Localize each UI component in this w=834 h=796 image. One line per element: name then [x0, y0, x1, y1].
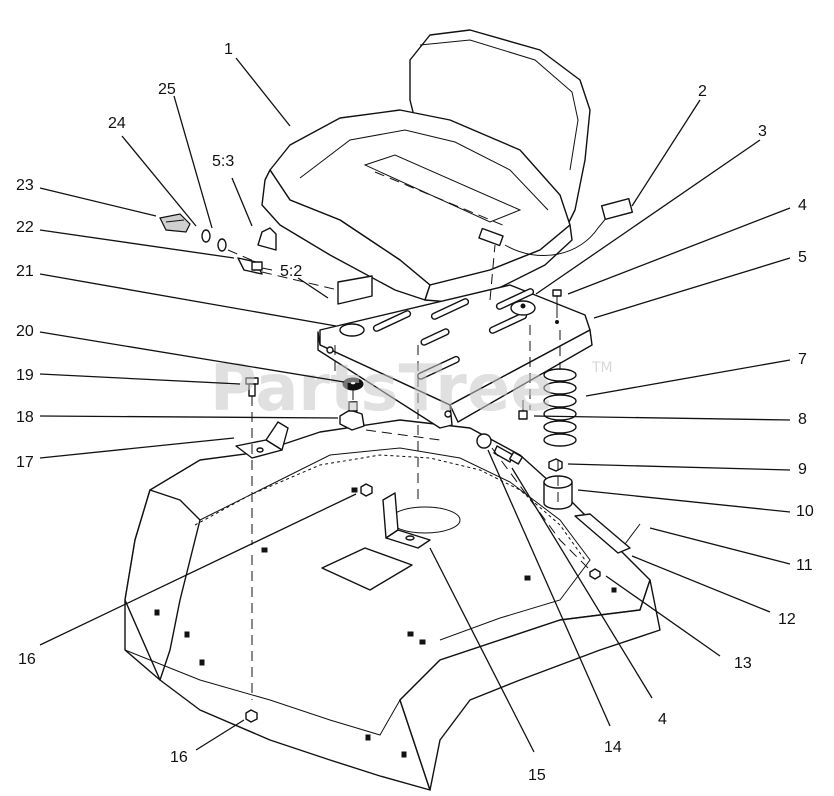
callout-16-bottom: 16	[170, 749, 188, 766]
washer-25	[201, 229, 211, 243]
washer-23	[217, 238, 227, 252]
callout-5-2: 5:2	[280, 263, 302, 280]
callout-4-lower: 4	[658, 711, 667, 728]
callout-4-top: 4	[798, 197, 807, 214]
nut-13	[589, 568, 601, 580]
callout-7: 7	[798, 351, 807, 368]
callout-3: 3	[758, 123, 767, 140]
callout-19: 19	[16, 367, 34, 384]
callout-12: 12	[778, 611, 796, 628]
plate-12	[574, 513, 631, 554]
washer-14	[476, 433, 492, 449]
bolt-4-top	[552, 289, 562, 324]
callout-23: 23	[16, 177, 34, 194]
callout-18: 18	[16, 409, 34, 426]
bracket-17	[235, 421, 289, 459]
nut-16-upper	[360, 483, 373, 497]
callout-14: 14	[604, 739, 622, 756]
callout-15: 15	[528, 767, 546, 784]
knob-18	[339, 401, 365, 431]
callout-24: 24	[108, 115, 126, 132]
callout-17: 17	[16, 454, 34, 471]
callout-2: 2	[698, 83, 707, 100]
key-24	[159, 213, 191, 233]
watermark-text: PartsTree	[210, 352, 554, 426]
washer-20	[342, 377, 364, 391]
callout-25: 25	[158, 81, 176, 98]
callout-21: 21	[16, 263, 34, 280]
callout-5-3: 5:3	[212, 153, 234, 170]
callout-22: 22	[16, 219, 34, 236]
switch-mount	[257, 227, 373, 305]
bolt-4-lower	[493, 445, 524, 465]
callout-1: 1	[224, 41, 233, 58]
callout-8: 8	[798, 411, 807, 428]
switch-22	[237, 257, 273, 275]
callout-10: 10	[796, 503, 814, 520]
callout-13: 13	[734, 655, 752, 672]
bolt-8	[518, 400, 528, 420]
callout-20: 20	[16, 323, 34, 340]
watermark-tm: TM	[591, 360, 613, 376]
callout-16-left: 16	[18, 651, 36, 668]
seat-plate	[317, 284, 593, 429]
seat	[261, 29, 634, 303]
nut-9	[548, 458, 563, 472]
callout-9: 9	[798, 461, 807, 478]
callout-5: 5	[798, 249, 807, 266]
callout-11: 11	[796, 557, 813, 574]
fender-pan	[124, 419, 661, 791]
bracket-15	[382, 492, 431, 549]
nut-16-lower	[245, 709, 258, 723]
